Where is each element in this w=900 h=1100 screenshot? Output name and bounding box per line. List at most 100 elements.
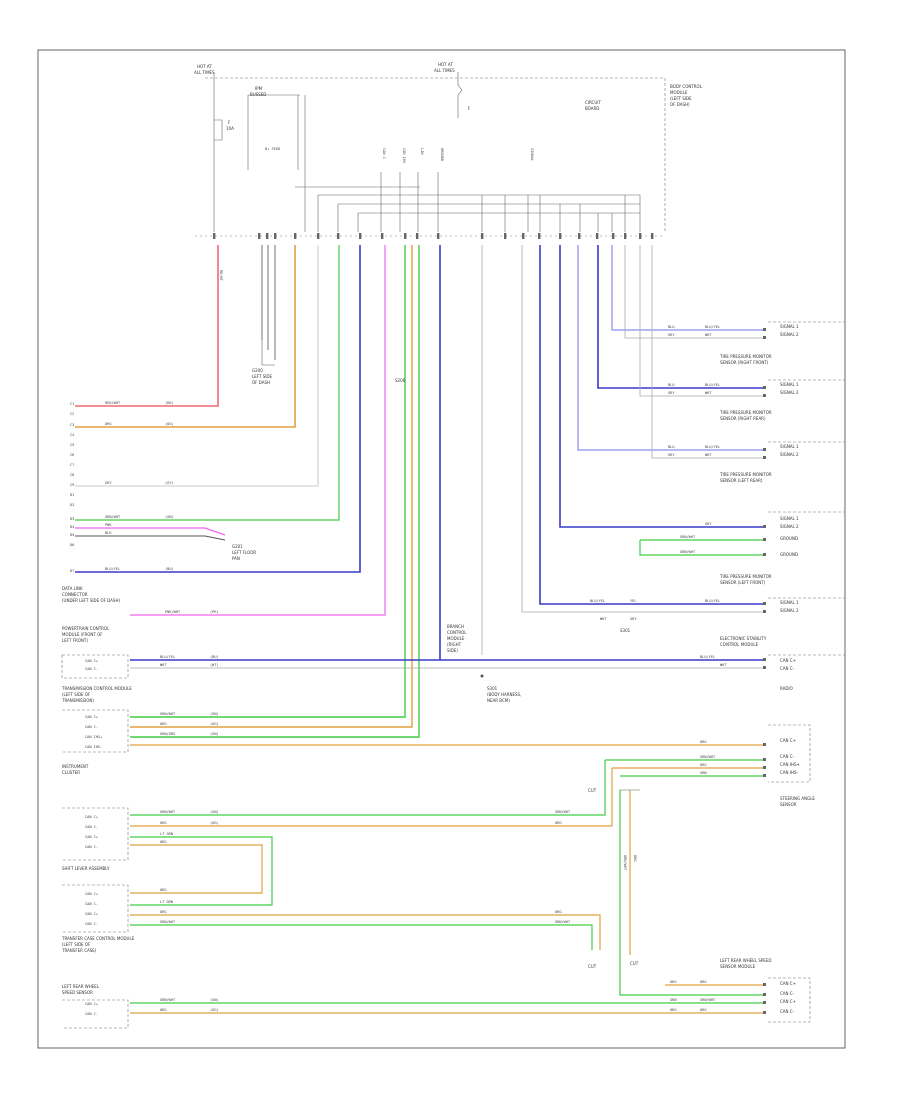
svg-text:SENSOR: SENSOR — [780, 802, 797, 807]
svg-text:(GN): (GN) — [210, 810, 219, 814]
svg-text:LT GRN: LT GRN — [160, 900, 173, 904]
svg-text:GRN/WHT: GRN/WHT — [700, 998, 716, 1002]
svg-text:(GN): (GN) — [210, 732, 219, 736]
svg-text:WHT: WHT — [705, 391, 712, 395]
svg-text:(WT): (WT) — [210, 663, 219, 667]
svg-text:(LEFT SIDE: (LEFT SIDE — [670, 96, 692, 101]
svg-text:C4: C4 — [70, 433, 74, 437]
svg-text:ORG: ORG — [160, 722, 167, 726]
svg-text:RED/WHT: RED/WHT — [105, 401, 121, 405]
module-internal-bus: CAN C CAN IHS LIN GROUND SIGNAL — [295, 148, 641, 232]
svg-text:CAN C: CAN C — [382, 148, 386, 159]
svg-text:CAN C+: CAN C+ — [85, 659, 99, 663]
svg-text:BUSSED: BUSSED — [250, 92, 266, 97]
svg-text:C1: C1 — [70, 402, 74, 406]
svg-text:CAN IHS+: CAN IHS+ — [780, 762, 800, 767]
svg-text:BLU/YEL: BLU/YEL — [705, 599, 720, 603]
svg-text:MODULE: MODULE — [670, 90, 688, 95]
right-component-labels: SIGNAL 1 SIGNAL 2 TIRE PRESSURE MONITOR … — [719, 324, 815, 1014]
svg-text:GRY: GRY — [705, 522, 712, 526]
svg-text:D2: D2 — [70, 503, 74, 507]
svg-text:CAN C+: CAN C+ — [780, 981, 796, 986]
svg-text:GROUND: GROUND — [440, 148, 444, 161]
svg-text:GRN: GRN — [700, 771, 707, 775]
svg-text:PNK/WHT: PNK/WHT — [165, 610, 181, 614]
svg-text:BOARD: BOARD — [585, 106, 599, 111]
svg-text:SENSOR MODULE: SENSOR MODULE — [720, 964, 756, 969]
svg-text:TRANSMISSION CONTROL MODULE: TRANSMISSION CONTROL MODULE — [61, 686, 132, 691]
svg-text:B+ FEED: B+ FEED — [265, 147, 280, 151]
svg-text:ELECTRONIC STABILITY: ELECTRONIC STABILITY — [720, 636, 767, 641]
svg-text:ORG: ORG — [700, 740, 707, 744]
svg-text:SIGNAL 1: SIGNAL 1 — [780, 600, 799, 605]
svg-text:BLU/YEL: BLU/YEL — [590, 599, 605, 603]
svg-text:ORG: ORG — [160, 910, 167, 914]
svg-text:MODULE (FRONT OF: MODULE (FRONT OF — [62, 632, 103, 637]
svg-text:GRN/WHT: GRN/WHT — [105, 515, 121, 519]
svg-text:OF DASH): OF DASH) — [670, 102, 690, 107]
svg-text:S301: S301 — [487, 686, 498, 691]
svg-text:CAN C-: CAN C- — [85, 845, 98, 849]
svg-text:CAN C+: CAN C+ — [85, 815, 99, 819]
svg-text:GRN/WHT: GRN/WHT — [160, 920, 176, 924]
svg-text:TRANSMISSION): TRANSMISSION) — [61, 698, 94, 703]
svg-text:CAN IHS-: CAN IHS- — [780, 770, 799, 775]
svg-text:CUT: CUT — [588, 788, 597, 793]
svg-text:BLU/YEL: BLU/YEL — [105, 567, 120, 571]
svg-text:ORG: ORG — [700, 980, 707, 984]
svg-text:G201: G201 — [232, 544, 243, 549]
svg-text:SIGNAL: SIGNAL — [530, 148, 534, 161]
svg-text:ORG: ORG — [160, 888, 167, 892]
wire-bottom-group: GRN/WHT (GN) ORG (OG) ORG ORG GRN GRN/WH… — [130, 980, 765, 1014]
svg-text:TRANSFER CASE): TRANSFER CASE) — [61, 948, 97, 953]
wire-right-vertical: GRN/WHT ORG CUT CUT — [588, 788, 765, 996]
svg-text:CAN C+: CAN C+ — [85, 1002, 99, 1006]
svg-text:ORG: ORG — [160, 821, 167, 825]
svg-text:SIDE): SIDE) — [447, 648, 458, 653]
svg-text:SIGNAL 2: SIGNAL 2 — [780, 452, 799, 457]
svg-text:YEL: YEL — [630, 599, 637, 603]
svg-text:F: F — [228, 120, 231, 125]
wire-orange-1: ORG (OG) — [75, 245, 296, 428]
svg-text:TIRE PRESSURE MONITOR: TIRE PRESSURE MONITOR — [719, 410, 772, 415]
svg-text:(GN): (GN) — [210, 712, 219, 716]
svg-text:(UNDER LEFT SIDE OF DASH): (UNDER LEFT SIDE OF DASH) — [62, 598, 120, 603]
svg-text:SENSOR (LEFT FRONT): SENSOR (LEFT FRONT) — [720, 580, 766, 585]
svg-text:ORG: ORG — [555, 910, 562, 914]
svg-text:(OG): (OG) — [210, 821, 219, 825]
svg-text:BLU/YEL: BLU/YEL — [705, 445, 720, 449]
svg-text:CAN C-: CAN C- — [85, 825, 98, 829]
wire-dark-1: GRY (GY) — [75, 245, 319, 487]
wire-blue-bus: BLU/YEL (BU) WHT (WT) BLU/YEL WHT BRANCH… — [130, 245, 765, 669]
svg-text:SENSOR (LEFT REAR): SENSOR (LEFT REAR) — [720, 478, 763, 483]
svg-text:D3: D3 — [70, 517, 74, 521]
svg-text:BLU/YEL: BLU/YEL — [705, 325, 720, 329]
svg-text:BLK: BLK — [105, 531, 112, 535]
svg-text:ORG: ORG — [700, 763, 707, 767]
svg-text:GRN/WHT: GRN/WHT — [160, 712, 176, 716]
svg-text:SIGNAL 1: SIGNAL 1 — [780, 444, 799, 449]
svg-text:GROUND: GROUND — [780, 552, 798, 557]
left-component-labels: DATA LINK CONNECTOR (UNDER LEFT SIDE OF … — [61, 586, 135, 995]
svg-text:LEFT SIDE: LEFT SIDE — [252, 374, 273, 379]
svg-text:CAN C+: CAN C+ — [85, 715, 99, 719]
svg-text:ORG: ORG — [555, 821, 562, 825]
svg-text:WHT: WHT — [705, 453, 712, 457]
svg-text:BRANCH: BRANCH — [447, 624, 464, 629]
svg-text:BODY CONTROL: BODY CONTROL — [670, 84, 703, 89]
svg-text:GRY: GRY — [668, 453, 675, 457]
svg-text:D7: D7 — [70, 569, 74, 573]
svg-text:GRN/WHT: GRN/WHT — [160, 810, 176, 814]
wire-blue-right-group: BLU BLU/YEL GRY WHT BLU BLU/YEL GRY WHT … — [481, 245, 765, 655]
svg-text:MODULE: MODULE — [447, 636, 465, 641]
svg-text:S206: S206 — [395, 378, 406, 383]
svg-text:GRN: GRN — [670, 998, 677, 1002]
svg-text:LEFT REAR WHEEL SPEED: LEFT REAR WHEEL SPEED — [720, 958, 771, 963]
svg-text:D4: D4 — [70, 525, 74, 529]
svg-text:CAN C+: CAN C+ — [85, 912, 99, 916]
svg-text:CAN C-: CAN C- — [780, 1009, 795, 1014]
svg-text:LEFT REAR WHEEL: LEFT REAR WHEEL — [62, 984, 100, 989]
svg-text:CAN IHS-: CAN IHS- — [85, 745, 102, 749]
svg-text:C2: C2 — [70, 412, 74, 416]
svg-text:CLUSTER: CLUSTER — [62, 770, 80, 775]
